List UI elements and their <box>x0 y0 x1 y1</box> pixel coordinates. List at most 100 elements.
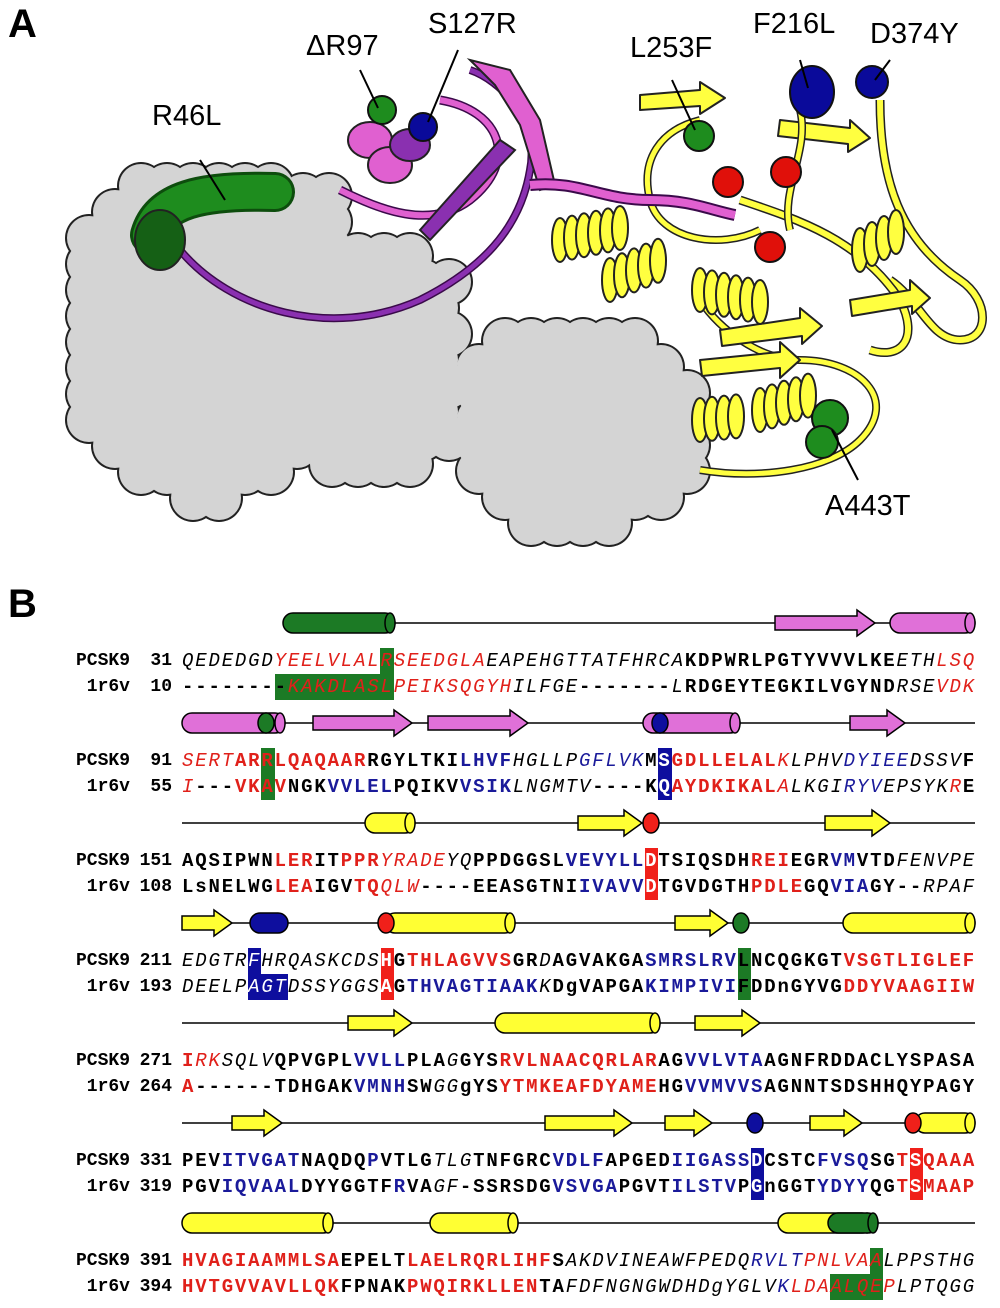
strand-arrow <box>544 1108 634 1138</box>
sequence-segment: K <box>777 1276 791 1298</box>
sequence-segment: K <box>645 776 659 798</box>
sequence-segment: FENVPE <box>896 850 977 872</box>
highlighted-residue: D <box>751 1148 765 1174</box>
sequence-segment: LKGI <box>790 776 844 798</box>
sequence-segment: GG <box>433 1076 460 1098</box>
sequence-segment: LPTQGG <box>896 1276 977 1298</box>
highlighted-residue: L <box>737 948 752 974</box>
sequence-segment: TA <box>539 1276 566 1298</box>
sequence-name: PCSK9 <box>75 951 130 971</box>
sequence-text: DEELPAGTDSSYGGSAGTHVAGTIAAKKDgVAPGAKIMPI… <box>182 974 976 1000</box>
sequence-segment: GFLVK <box>579 750 646 772</box>
sequence-segment: VK <box>234 776 262 798</box>
panel-a-label: A <box>8 2 37 46</box>
helix-coil <box>751 279 769 325</box>
sequence-segment: AQSIPWN <box>182 850 275 872</box>
sequence-segment: A <box>777 776 791 798</box>
sequence-segment: AKDVINEAWFPEDQ <box>565 1250 752 1272</box>
sequence-segment: IQVAAL <box>221 1176 302 1198</box>
strand-arrow <box>347 1008 414 1038</box>
mutation-label-delta-r97: ΔR97 <box>306 30 379 62</box>
sequence-text: I---VKAVNGKVVLELPQIKVVSIKLNGMTV----KQAYD… <box>182 774 976 800</box>
sequence-segment: LSQ <box>936 650 976 672</box>
sequence-text: PEVITVGATNAQDQPVTLGTLGTNFGRCVDLFAPGEDIIG… <box>182 1148 976 1174</box>
sequence-segment: VVLEL <box>327 776 394 798</box>
sequence-segment: TGVDGTH <box>658 876 752 898</box>
mutation-label-r46l: R46L <box>152 100 222 132</box>
highlighted-residue: ALQE <box>830 1274 884 1300</box>
sequence-segment: PEV <box>182 1150 222 1172</box>
sequence-segment: LHVF <box>459 750 513 772</box>
sequence-segment: QEDEDGD <box>182 650 275 672</box>
sequence-segment: PGVT <box>618 1176 672 1198</box>
sequence-segment: AR <box>234 750 262 772</box>
sequence-segment: APGED <box>605 1150 672 1172</box>
sequence-segment: IGV <box>314 876 355 898</box>
sequence-segment: DSSV <box>909 750 963 772</box>
sequence-segment: ILSTV <box>671 1176 738 1198</box>
sequence-segment: g <box>711 1276 725 1298</box>
sequence-segment: NELWG <box>208 876 275 898</box>
sequence-segment: V <box>274 776 288 798</box>
sequence-segment: P <box>737 1176 752 1198</box>
sequence-segment: PPDGGSL <box>473 850 566 872</box>
sequence-segment: ETH <box>896 650 937 672</box>
sequence-segment: SERT <box>182 750 235 772</box>
sequence-text: A------TDHGAKVMNHSWGGgYSYTMKEAFDYAMEHGVV… <box>182 1074 976 1100</box>
sequence-segment: R <box>949 776 963 798</box>
mutation-label-a443t: A443T <box>825 490 911 522</box>
highlighted-residue: - <box>274 674 288 700</box>
sequence-segment: ---- <box>592 776 646 798</box>
highlighted-residue: D <box>645 848 659 874</box>
sequence-segment: -- <box>896 876 924 898</box>
sequence-segment: SMRSLRV <box>645 950 738 972</box>
strand-arrow <box>694 1008 762 1038</box>
sphere-s127 <box>408 112 438 142</box>
sequence-segment: VVMVVS <box>684 1076 765 1098</box>
helix-coil <box>799 372 817 419</box>
sequence-segment: NGK <box>287 776 328 798</box>
sequence-segment: M <box>645 750 659 772</box>
sequence-name: 1r6v <box>86 777 130 797</box>
helix-cylinder <box>384 912 516 934</box>
sequence-segment: VM <box>830 850 857 872</box>
sequence-segment: D <box>539 950 553 972</box>
sequence-segment: AYDKIKAL <box>671 776 778 798</box>
sequence-segment: DYYGGTF <box>301 1176 394 1198</box>
helix-cylinder <box>282 612 396 634</box>
sequence-segment: PQIKV <box>393 776 460 798</box>
sequence-text: QEDEDGDYEELVLALRSEEDGLAEAPEHGTTATFHRCAKD… <box>182 648 976 674</box>
highlighted-residue: D <box>645 874 659 900</box>
secondary-structure-track <box>181 708 975 738</box>
strand-arrow <box>427 708 530 738</box>
sequence-segment: DYIEE <box>843 750 910 772</box>
sequence-segment: HVAGIAAMMLSA <box>182 1250 341 1272</box>
strand-arrow <box>181 908 234 938</box>
sequence-segment: LAELRQRLIHF <box>406 1250 553 1272</box>
sequence-name: PCSK9 <box>75 751 130 771</box>
sequence-segment: NAQDQ <box>301 1150 368 1172</box>
sequence-segment: n <box>777 976 791 998</box>
residue-start-number: 31 <box>150 651 172 671</box>
sphere-r97 <box>367 95 397 125</box>
turn-oval <box>249 912 289 934</box>
sequence-segment: VMNH <box>354 1076 407 1098</box>
sequence-segment: --- <box>195 776 235 798</box>
mutation-label-d374y: D374Y <box>870 18 959 50</box>
sequence-name: PCSK9 <box>75 1251 130 1271</box>
sequence-segment: AGVAKGA <box>552 950 646 972</box>
sequence-segment: YTMKEAFDYAME <box>499 1076 659 1098</box>
sequence-segment: VDLF <box>552 1150 606 1172</box>
sequence-text: --------KAKDLASLPEIKSQGYHILFGE-------LRD… <box>182 674 976 700</box>
sequence-segment: EPSYK <box>883 776 950 798</box>
sequence-segment: RYV <box>843 776 884 798</box>
strand-arrow <box>674 908 730 938</box>
sequence-segment: LEA <box>274 876 315 898</box>
sequence-segment: RGYLTKI <box>367 750 460 772</box>
mutation-label-f216l: F216L <box>753 8 836 40</box>
sequence-segment: FDFNGNGWDHD <box>565 1276 712 1298</box>
sequence-segment: R <box>393 1176 407 1198</box>
sequence-segment: P <box>883 1276 897 1298</box>
